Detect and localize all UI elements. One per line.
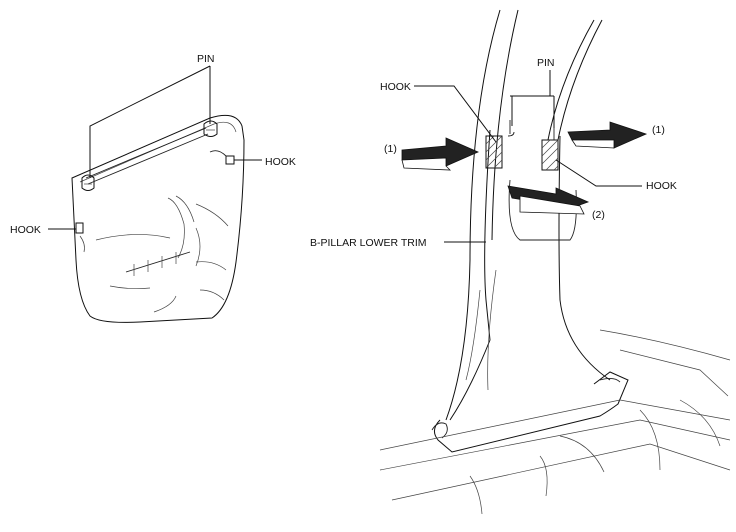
arrow-step1-right <box>567 121 648 149</box>
arrow-step1-left <box>401 137 479 171</box>
pin-label-right: PIN <box>537 57 555 69</box>
hook-label-left-small-group: HOOK <box>10 224 76 236</box>
hook-clip-left <box>75 222 85 253</box>
trim-label-group: B-PILLAR LOWER TRIM <box>310 237 486 249</box>
pin-label-left: PIN <box>197 53 215 65</box>
hook-label-top-right: HOOK <box>380 81 411 93</box>
arrow-step2 <box>507 185 590 215</box>
b-pillar-lower-trim-label: B-PILLAR LOWER TRIM <box>310 237 427 249</box>
hook-label-right-small: HOOK <box>265 156 296 168</box>
hook-label-left-small: HOOK <box>10 224 41 236</box>
pin-clip-left <box>81 174 95 191</box>
hook-label-mid-right-group: HOOK <box>555 159 677 192</box>
pin-clip-right <box>203 120 218 137</box>
hook-label-mid-right: HOOK <box>646 180 677 192</box>
pin-label-right-group: PIN <box>510 57 555 128</box>
hook-area-right <box>541 139 559 171</box>
pin-label-left-group: PIN <box>89 53 215 178</box>
step1-label-left: (1) <box>384 143 397 155</box>
hook-label-right-small-group: HOOK <box>234 156 296 168</box>
trim-panel-rear-view <box>71 114 245 323</box>
step2-label: (2) <box>592 209 605 221</box>
hook-label-top-right-group: HOOK <box>380 81 497 143</box>
hook-area-left <box>485 135 503 169</box>
step1-label-right: (1) <box>652 124 665 136</box>
hook-clip-right <box>209 150 235 165</box>
